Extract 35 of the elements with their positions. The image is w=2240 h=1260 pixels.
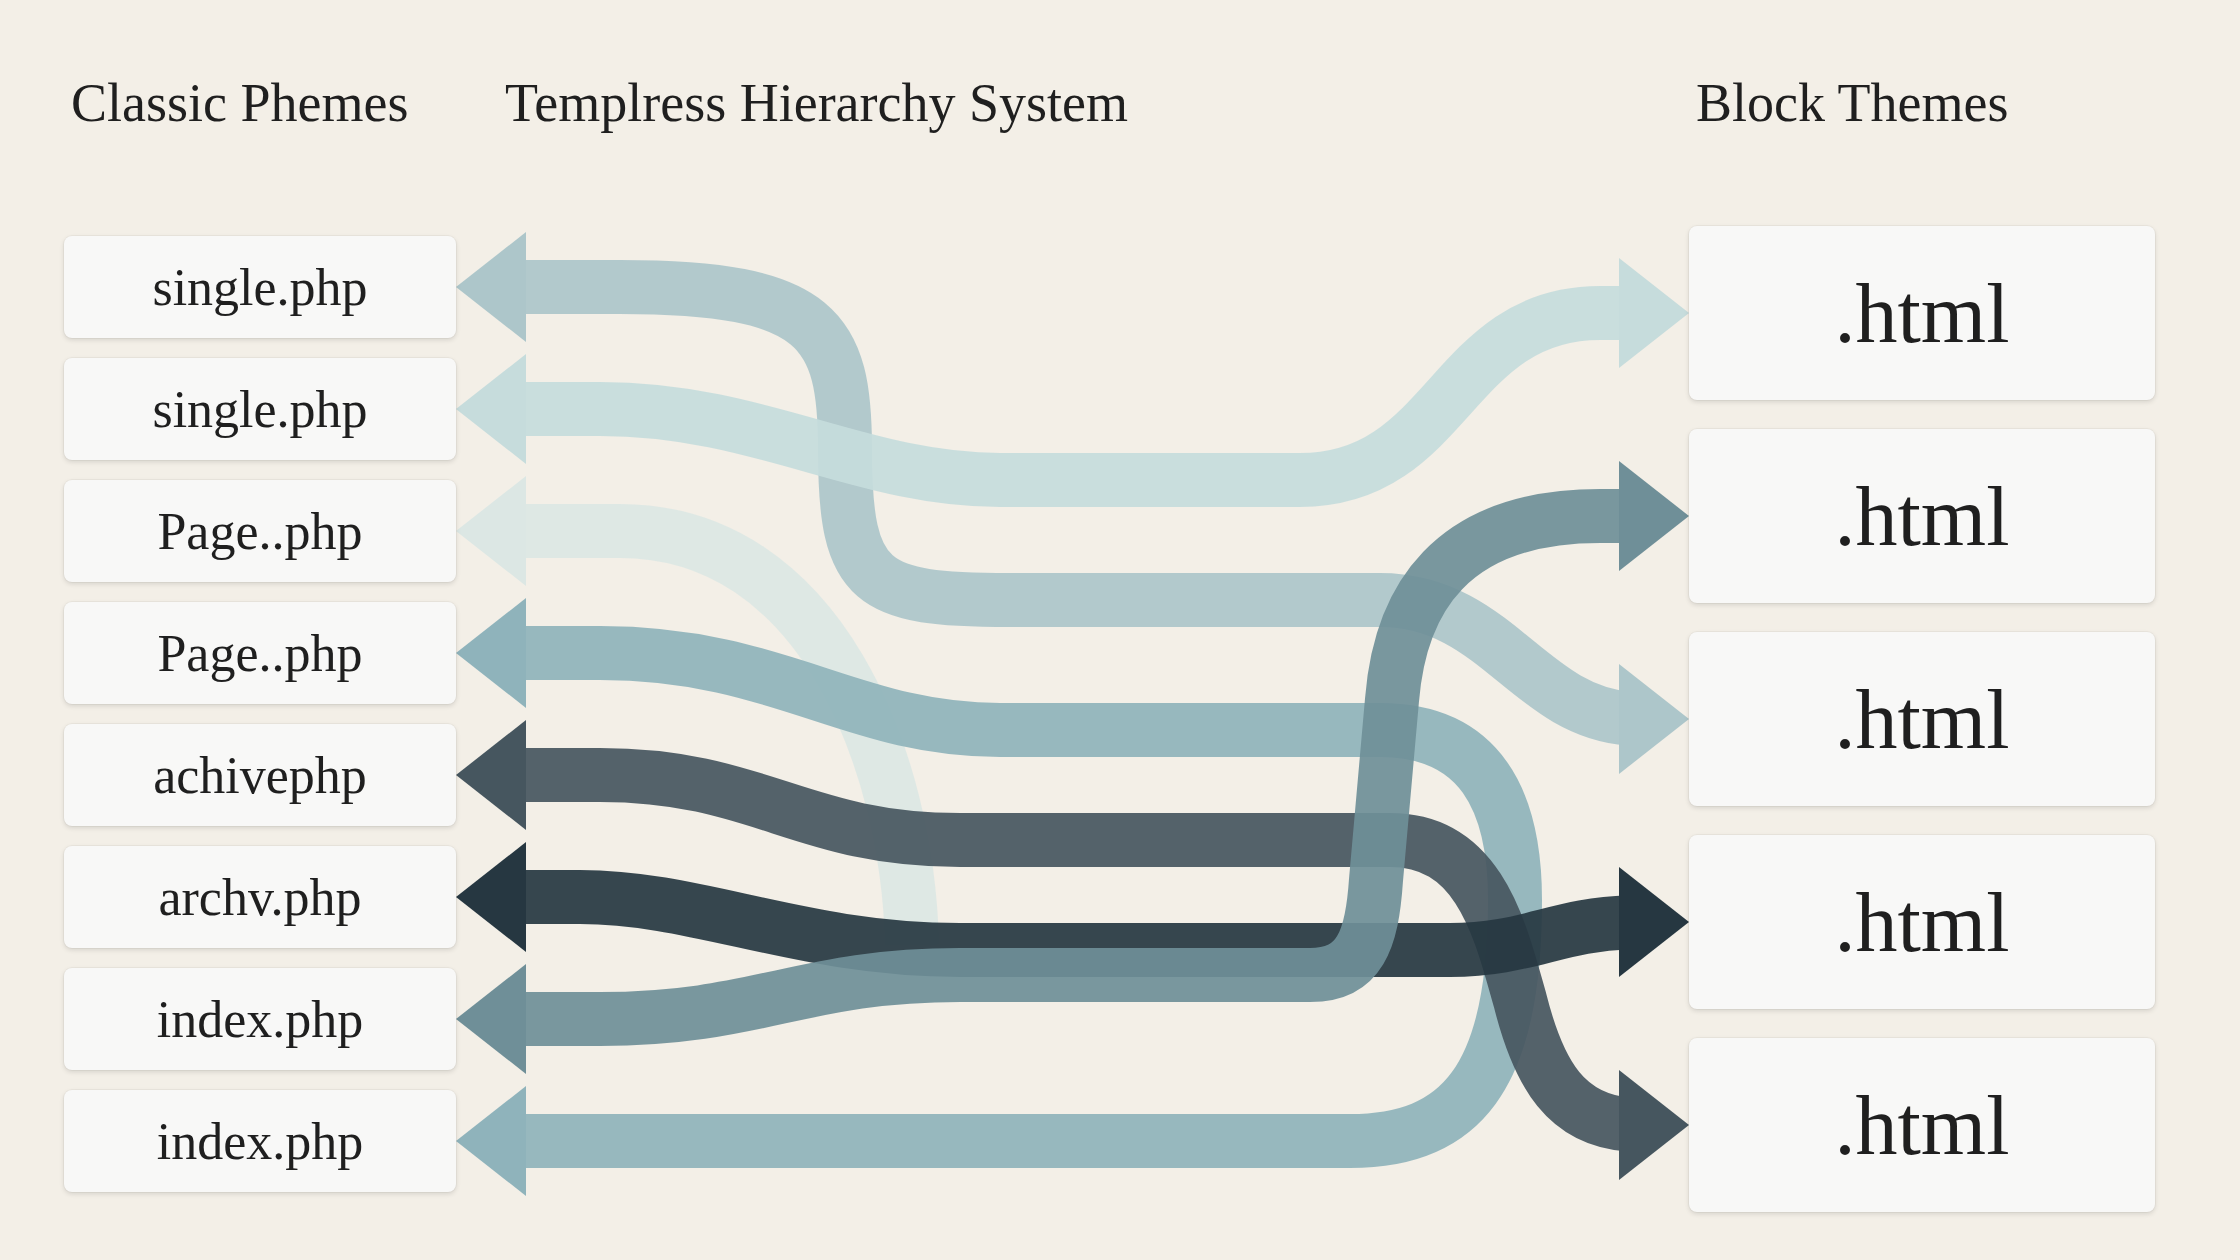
file-box xyxy=(64,236,456,338)
file-name: index.php xyxy=(156,1111,364,1171)
column-heading: Classic Phemes xyxy=(71,72,409,134)
file-box xyxy=(64,358,456,460)
file-box xyxy=(64,1090,456,1192)
ribbon-arrow xyxy=(456,598,1542,1196)
file-box xyxy=(1689,226,2155,400)
file-box xyxy=(1689,835,2155,1009)
ribbon-arrow xyxy=(456,720,1689,1180)
file-name: Page..php xyxy=(157,501,363,561)
file-box xyxy=(64,602,456,704)
file-name: index.php xyxy=(156,989,364,1049)
column-heading: Block Themes xyxy=(1696,72,2009,134)
file-box xyxy=(1689,429,2155,603)
ribbon-arrow xyxy=(456,842,1689,977)
file-name: .html xyxy=(1834,1077,2010,1174)
diagram-title: Templress Hierarchy System xyxy=(505,72,1129,134)
file-name: single.php xyxy=(152,379,368,439)
file-box xyxy=(64,968,456,1070)
file-name: archv.php xyxy=(158,867,362,927)
file-name: .html xyxy=(1834,671,2010,768)
ribbon-arrow xyxy=(456,461,1689,1074)
ribbon-arrow xyxy=(456,258,1689,507)
ribbon-arrow xyxy=(456,232,1689,774)
file-name: .html xyxy=(1834,468,2010,565)
file-box xyxy=(64,724,456,826)
file-name: achivephp xyxy=(153,745,367,805)
file-name: .html xyxy=(1834,265,2010,362)
file-box xyxy=(1689,1038,2155,1212)
file-box xyxy=(1689,632,2155,806)
file-box xyxy=(64,846,456,948)
file-name: single.php xyxy=(152,257,368,317)
file-box xyxy=(64,480,456,582)
file-name: Page..php xyxy=(157,623,363,683)
file-name: .html xyxy=(1834,874,2010,971)
